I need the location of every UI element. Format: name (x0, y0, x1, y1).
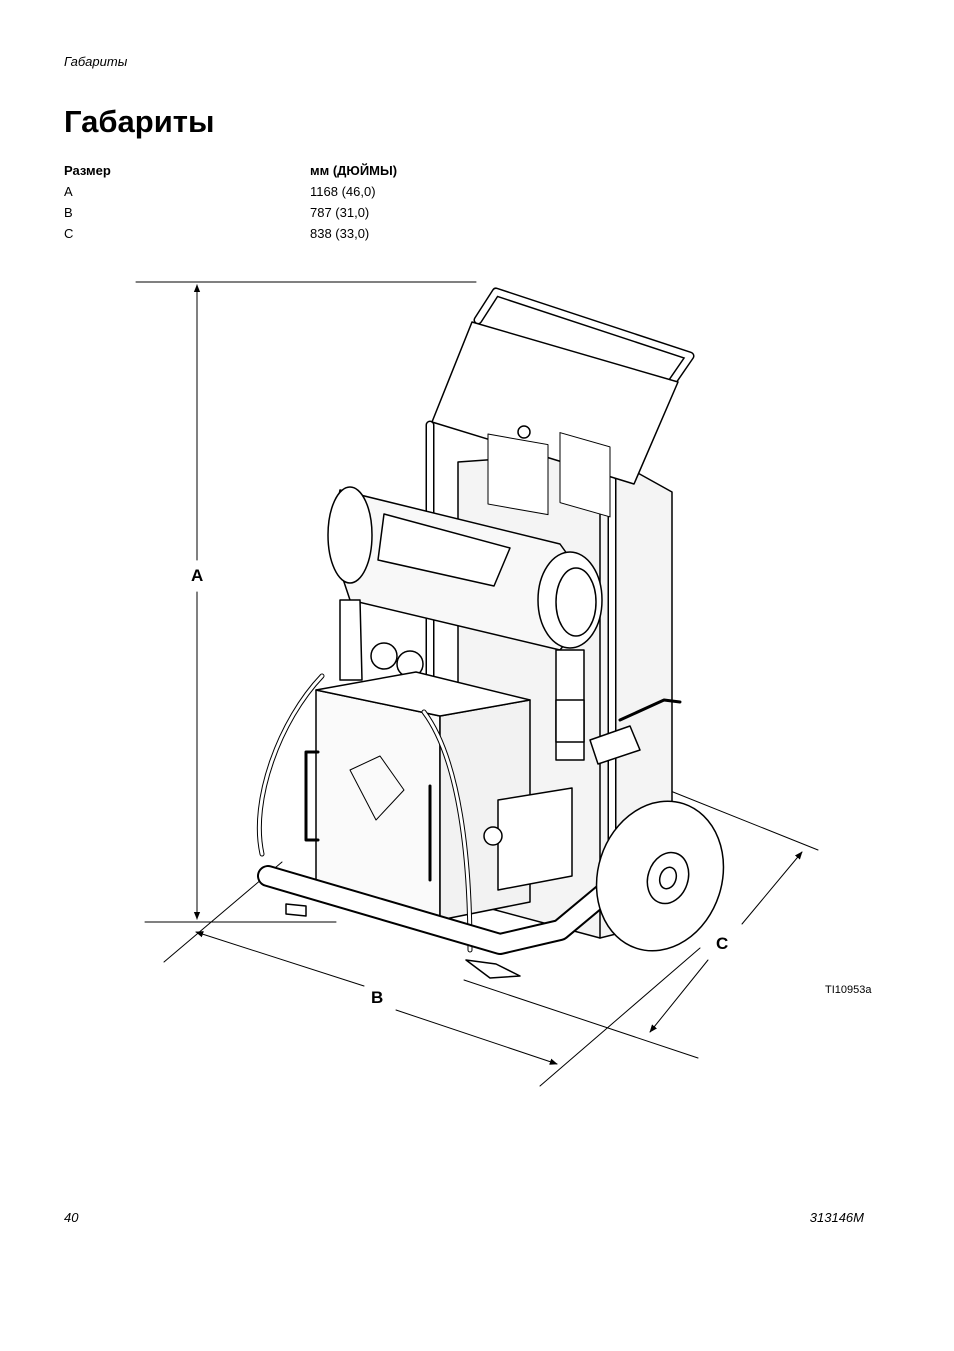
dimension-a-lines (135, 281, 477, 923)
dimension-label-b: B (371, 988, 384, 1007)
dimensions-table: Размер мм (ДЮЙМЫ) A 1168 (46,0) B 787 (3… (64, 160, 397, 244)
table-row: A 1168 (46,0) (64, 181, 397, 202)
table-cell-dimension: B (64, 205, 73, 220)
column-header-mm-inches: мм (ДЮЙМЫ) (310, 163, 398, 178)
table-cell-value: 787 (31,0) (310, 205, 370, 220)
table-row: B 787 (31,0) (64, 202, 397, 223)
table-header-row: Размер мм (ДЮЙМЫ) (64, 160, 397, 181)
table-cell-value: 838 (33,0) (310, 226, 370, 241)
dimension-label-c: C (716, 934, 729, 953)
table-row: C 838 (33,0) (64, 223, 397, 244)
page-title: Габариты (64, 104, 215, 139)
dimension-label-a: A (191, 566, 204, 585)
figure-id: TI10953a (825, 984, 872, 996)
document-number: 313146M (809, 1210, 864, 1225)
column-header-size: Размер (64, 163, 111, 178)
table-cell-value: 1168 (46,0) (310, 184, 376, 199)
dimension-c-lines (463, 789, 819, 1059)
reactor-machine-illustration (256, 287, 725, 979)
page-number: 40 (64, 1210, 79, 1225)
table-cell-dimension: C (64, 226, 74, 241)
table-cell-dimension: A (64, 184, 73, 199)
running-header: Габариты (64, 54, 128, 69)
